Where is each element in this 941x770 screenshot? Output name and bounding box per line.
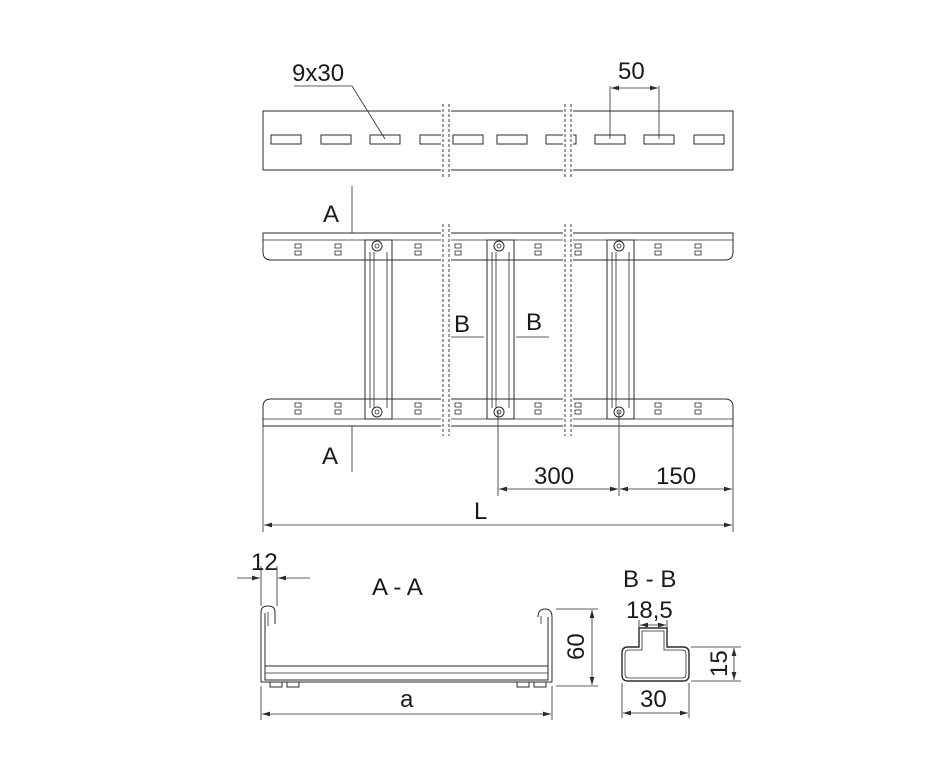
rail-hole bbox=[414, 402, 422, 408]
rail-hole bbox=[574, 250, 582, 256]
bolt-center bbox=[374, 243, 380, 249]
section-b-label-right: B bbox=[526, 309, 542, 336]
rail-hole bbox=[534, 250, 542, 256]
foot bbox=[533, 681, 547, 688]
slot bbox=[452, 134, 484, 145]
rung-spacing-label: 300 bbox=[534, 463, 574, 490]
top-view: 9x30 50 bbox=[262, 58, 734, 178]
rail-hole bbox=[694, 243, 702, 249]
rail-hole bbox=[334, 409, 342, 415]
height-label: 60 bbox=[563, 633, 590, 660]
section-bb: B - B 18,5 15 30 bbox=[621, 566, 741, 718]
top-rail bbox=[262, 232, 734, 261]
section-bb-profile bbox=[621, 627, 690, 682]
break-lines-top bbox=[441, 104, 573, 178]
bolt-icon bbox=[371, 240, 383, 252]
rail-hole bbox=[654, 409, 662, 415]
bolt-center bbox=[616, 243, 622, 249]
rail-hole bbox=[574, 243, 582, 249]
bolt-icon bbox=[613, 240, 625, 252]
flange-width-label: 12 bbox=[251, 549, 278, 576]
section-aa: A - A 12 60 a bbox=[237, 549, 598, 720]
rail-hole bbox=[534, 243, 542, 249]
section-aa-right-wall bbox=[537, 608, 553, 683]
foot bbox=[269, 681, 283, 688]
rail-holes bbox=[294, 243, 702, 415]
length-label: L bbox=[474, 498, 487, 525]
slot-size-label: 9x30 bbox=[292, 60, 344, 87]
rail-hole bbox=[414, 409, 422, 415]
rail-hole bbox=[294, 243, 302, 249]
rail-hole bbox=[574, 409, 582, 415]
rail-hole bbox=[334, 250, 342, 256]
section-a-label-top: A bbox=[323, 201, 339, 228]
break-lines-plan bbox=[441, 224, 573, 436]
slot bbox=[369, 134, 401, 145]
section-bb-title: B - B bbox=[623, 566, 676, 593]
section-a-label-bottom: A bbox=[322, 443, 338, 470]
plan-view: A A B B 300 150 L bbox=[262, 186, 734, 532]
rail-hole bbox=[454, 250, 462, 256]
foot bbox=[286, 681, 300, 688]
foot bbox=[516, 681, 530, 688]
bolt-icon bbox=[371, 406, 383, 418]
rung bbox=[486, 239, 515, 420]
bolt-icon bbox=[493, 406, 505, 418]
section-bb-profile-inner bbox=[624, 630, 687, 679]
rail-hole bbox=[534, 409, 542, 415]
rail-hole bbox=[694, 402, 702, 408]
rail-hole bbox=[334, 243, 342, 249]
slot-row bbox=[270, 134, 725, 145]
pitch-label: 50 bbox=[618, 58, 645, 85]
slot bbox=[545, 134, 577, 145]
rung bbox=[606, 239, 635, 420]
slot bbox=[320, 134, 352, 145]
bolt-center bbox=[496, 409, 502, 415]
rail-hole bbox=[294, 402, 302, 408]
slot bbox=[693, 134, 725, 145]
rail-hole bbox=[454, 243, 462, 249]
bolt-center bbox=[374, 409, 380, 415]
section-b-label-left: B bbox=[454, 311, 470, 338]
rail-hole bbox=[574, 402, 582, 408]
rail-hole bbox=[294, 250, 302, 256]
rail-hole bbox=[454, 409, 462, 415]
section-aa-title: A - A bbox=[372, 574, 423, 601]
rail-hole bbox=[654, 250, 662, 256]
slot bbox=[496, 134, 528, 145]
rail-hole bbox=[654, 402, 662, 408]
rail-hole bbox=[534, 402, 542, 408]
profile-height-label: 15 bbox=[706, 650, 733, 677]
width-label: a bbox=[400, 686, 414, 713]
rungs bbox=[364, 239, 635, 420]
end-offset-label: 150 bbox=[656, 463, 696, 490]
side-rail-outline bbox=[262, 110, 734, 171]
rail-hole bbox=[414, 250, 422, 256]
rail-hole bbox=[334, 402, 342, 408]
slot bbox=[270, 134, 302, 145]
bolt-center bbox=[496, 243, 502, 249]
slot-leader bbox=[351, 85, 386, 140]
rail-hole bbox=[694, 250, 702, 256]
bolt-icon bbox=[493, 240, 505, 252]
rung bbox=[364, 239, 393, 420]
top-width-label: 18,5 bbox=[626, 597, 673, 624]
profile-width-label: 30 bbox=[640, 686, 667, 713]
rail-hole bbox=[654, 243, 662, 249]
rail-hole bbox=[694, 409, 702, 415]
rail-hole bbox=[294, 409, 302, 415]
rail-hole bbox=[454, 402, 462, 408]
rail-hole bbox=[414, 243, 422, 249]
